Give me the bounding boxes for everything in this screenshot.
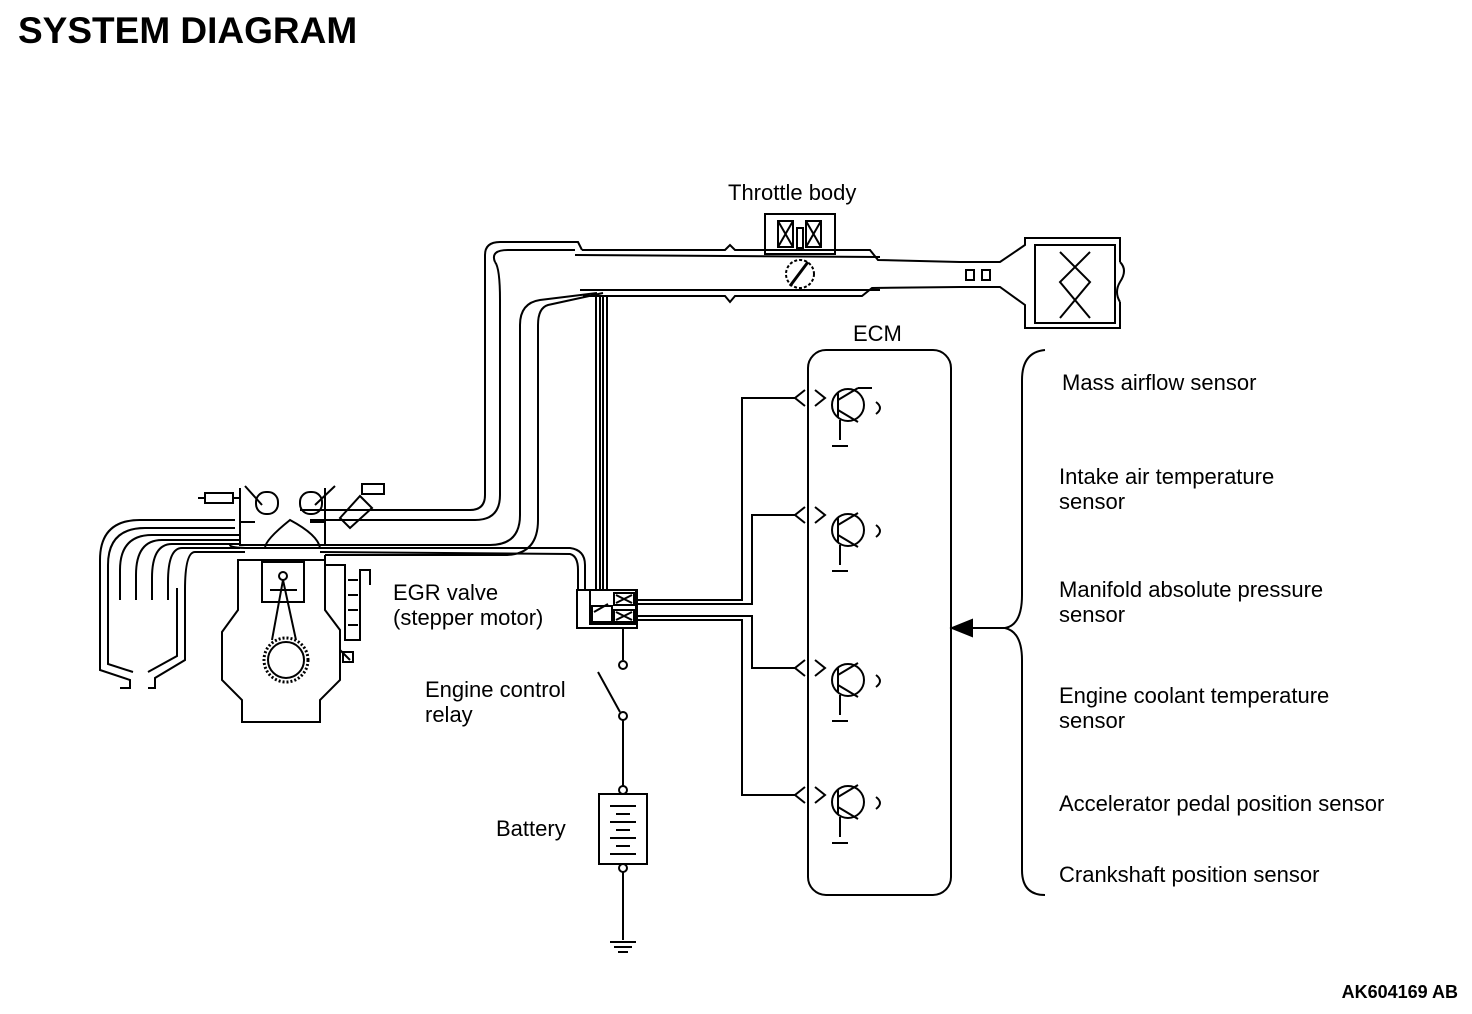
sensor-bracket [1005, 350, 1045, 895]
egr-pipe [320, 297, 607, 590]
egr-ecm-wiring [598, 398, 795, 795]
diagram-title: SYSTEM DIAGRAM [18, 10, 358, 51]
figure-code: AK604169 AB [1341, 982, 1458, 1002]
sensor-label-accelerator-pedal-position: Accelerator pedal position sensor [1059, 791, 1385, 816]
battery-symbol [599, 794, 647, 952]
ecm-box [795, 350, 1005, 895]
sensor-label-engine-coolant-temperature: Engine coolant temperature sensor [1059, 683, 1330, 733]
ecm-label: ECM [853, 321, 902, 346]
ecm-input-3 [795, 660, 880, 721]
intake-duct [300, 238, 1124, 560]
sensor-label-crankshaft-position: Crankshaft position sensor [1059, 862, 1320, 887]
sensor-label-mass-airflow: Mass airflow sensor [1062, 370, 1257, 395]
engine-drawing [100, 484, 384, 722]
sensor-label-intake-air-temperature: Intake air temperature sensor [1059, 464, 1275, 514]
egr-valve-symbol [577, 590, 637, 628]
ecm-input-4 [795, 785, 880, 843]
throttle-body [765, 214, 835, 288]
engine-control-relay-label: Engine control relay [425, 677, 566, 727]
sensor-label-manifold-absolute-pressure: Manifold absolute pressure sensor [1059, 577, 1324, 627]
ecm-input-1 [795, 388, 880, 446]
throttle-body-label: Throttle body [728, 180, 857, 205]
ecm-input-2 [795, 507, 880, 571]
egr-valve-label: EGR valve (stepper motor) [393, 580, 544, 630]
battery-label: Battery [496, 816, 566, 841]
